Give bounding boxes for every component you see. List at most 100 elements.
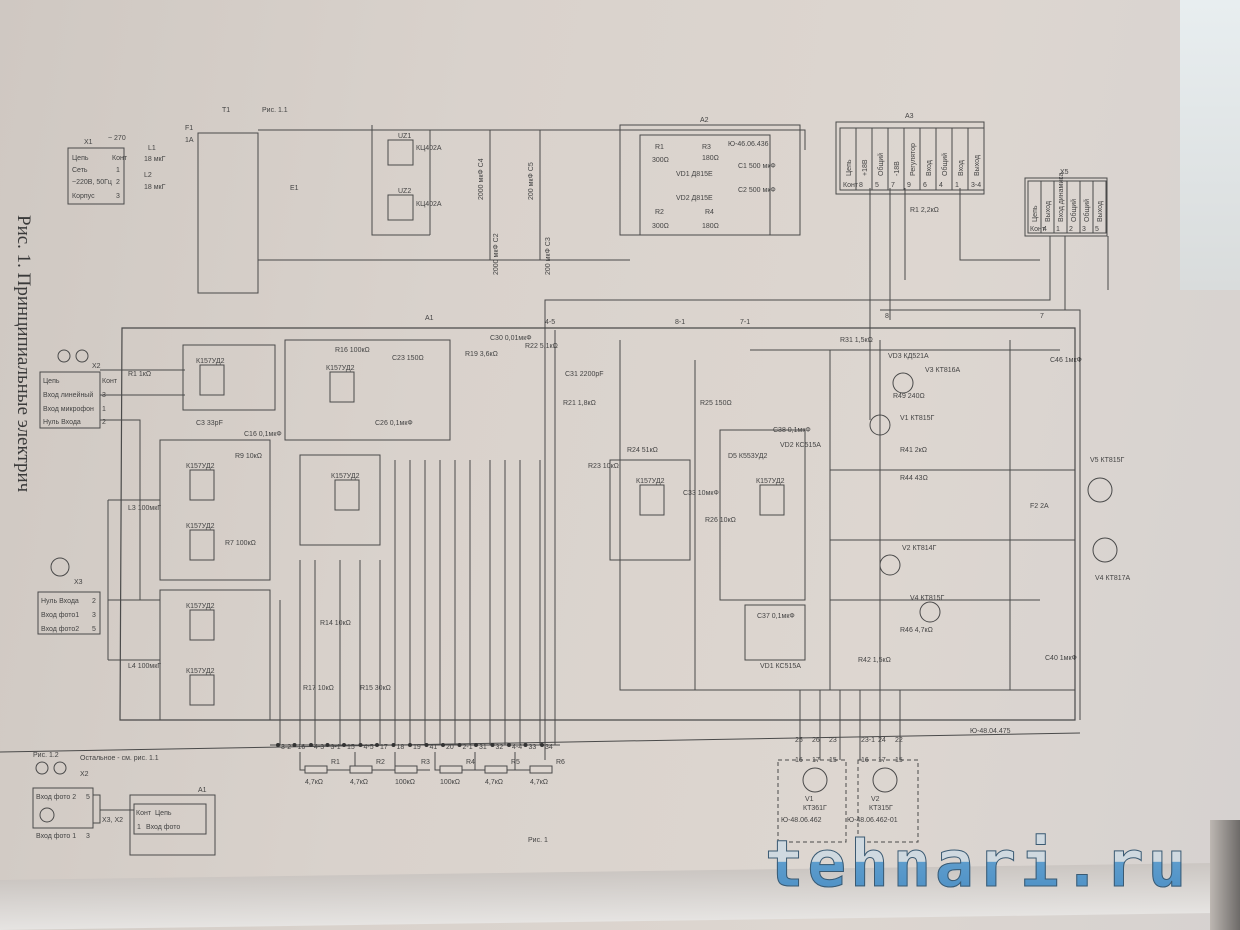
a3-pin: 3-4 xyxy=(971,182,981,189)
component-label: C33 10мкФ xyxy=(683,490,719,497)
x5-label: X5 xyxy=(1060,169,1069,176)
fig12-pin: 5 xyxy=(86,794,90,801)
pot-value: 100кΩ xyxy=(440,779,460,786)
x2-label: X2 xyxy=(92,363,101,370)
terminal-dot xyxy=(540,743,544,747)
fig12-table xyxy=(32,787,94,829)
a1-node: 7-1 xyxy=(740,319,750,326)
opamp-type: К157УД2 xyxy=(186,603,215,610)
a2-vd2: VD2 Д815Е xyxy=(676,195,713,202)
component-label: C16 0,1мкФ xyxy=(244,431,282,438)
module-pin: 15 xyxy=(829,757,837,764)
terminal-pin: 15 xyxy=(347,744,355,751)
potentiometer-r1: R14,7кΩ xyxy=(304,759,340,786)
terminal-pin: 4-4 xyxy=(512,744,522,751)
pot-name: R4 xyxy=(466,759,475,766)
terminal-dot xyxy=(474,743,478,747)
module-transistor-name: V2 xyxy=(871,796,880,803)
component-label: V1 КТ815Г xyxy=(900,415,935,422)
opamp-body xyxy=(329,371,355,403)
component-label: R24 51кΩ xyxy=(627,447,658,454)
c2-label: 2000 мкФ C2 xyxy=(493,233,500,275)
a3-table: ЦепьКонт+18В8Общий5-18В7Регулятор9Вход6О… xyxy=(839,127,985,191)
terminal-dot xyxy=(490,743,495,747)
terminal-dot xyxy=(523,743,528,747)
terminal-pin: 31 xyxy=(479,744,487,751)
terminal-pin: 3-2 xyxy=(281,744,291,751)
fig12-note: Остальное - см. рис. 1.1 xyxy=(80,755,159,762)
fig12-x2: X2 xyxy=(80,771,89,778)
a3-pin: 1 xyxy=(955,182,959,189)
labels: X1 ~ 270 Цепь Сеть ~220В, 50Гц Корпус Ко… xyxy=(33,107,1069,844)
component-label: C40 1мкФ xyxy=(1045,655,1077,662)
opamp: К157УД2 xyxy=(636,478,665,516)
a3-row: Общий xyxy=(941,153,949,176)
opamp-body xyxy=(189,674,215,706)
transistor-v3-icon xyxy=(892,372,914,394)
x1-label: X1 xyxy=(84,139,93,146)
component-label: C30 0,01мкФ xyxy=(490,335,532,342)
background-corner xyxy=(1180,0,1240,290)
fig12-row: Вход фото 2 xyxy=(36,794,76,801)
uz2-type: КЦ402А xyxy=(416,201,442,208)
a3-row: +18В xyxy=(862,159,869,176)
fig12-a1-pin: Конт xyxy=(136,810,152,817)
a3-pin: Конт xyxy=(843,182,859,189)
x3-label: X3 xyxy=(74,579,83,586)
uz1-type: КЦ402А xyxy=(416,145,442,152)
pot-name: R6 xyxy=(556,759,565,766)
x3-pin: 3 xyxy=(92,612,96,619)
opamp-type: К157УД2 xyxy=(196,358,225,365)
uz2-bridge xyxy=(387,194,414,221)
component-label: R17 10кΩ xyxy=(303,685,334,692)
a2-r4: R4 xyxy=(705,209,714,216)
component-label: R14 10кΩ xyxy=(320,620,351,627)
a1-label: A1 xyxy=(425,315,434,322)
resistor-icon xyxy=(484,765,508,774)
x5-row: Общий xyxy=(1083,199,1091,222)
pot-value: 100кΩ xyxy=(395,779,415,786)
x5-pin: 5 xyxy=(1095,226,1099,233)
a1-node: 4-5 xyxy=(545,319,555,326)
opamp: К157УД2 xyxy=(186,668,215,706)
terminal-dot xyxy=(325,743,330,747)
a3-row: -18В xyxy=(894,161,901,176)
e1-label: E1 xyxy=(290,185,299,192)
fig12-row: Вход фото 1 xyxy=(36,833,76,840)
x2-pin: 3 xyxy=(102,392,106,399)
opamp-body xyxy=(189,469,215,501)
a3-label: A3 xyxy=(905,113,914,120)
module-transistor-name: V1 xyxy=(805,796,814,803)
x1-pin: 2 xyxy=(116,179,120,186)
component-label: L4 100мкГ xyxy=(128,663,161,670)
x1-pin: Конт xyxy=(112,155,128,162)
component-label: R31 1,5кΩ xyxy=(840,337,873,344)
component-label: VD2 КС515А xyxy=(780,442,821,449)
x5-row: Выход xyxy=(1097,201,1104,222)
watermark-logo: tehnari.ru xyxy=(764,828,1191,902)
component-label: R9 10кΩ xyxy=(235,453,262,460)
resistor-icon xyxy=(394,765,418,774)
l1-value: 18 мкГ xyxy=(144,156,166,163)
opamp: К157УД2 xyxy=(186,463,215,501)
transistor-v2-icon xyxy=(872,767,898,793)
module-pin: 16 xyxy=(795,757,803,764)
pot-value: 4,7кΩ xyxy=(485,779,503,786)
potentiometer-r4: R4 100кΩ xyxy=(439,759,475,786)
terminal-dot xyxy=(457,743,462,747)
component-label: C38 0,1мкФ xyxy=(773,427,811,434)
x5-row: Общий xyxy=(1070,199,1078,222)
component-label: R7 100кΩ xyxy=(225,540,256,547)
component-label: R16 100кΩ xyxy=(335,347,370,354)
terminal-pin: 33 xyxy=(529,744,537,751)
a2-r1: R1 xyxy=(655,144,664,151)
fig12-pin: 3 xyxy=(86,833,90,840)
x3-pin: 2 xyxy=(92,598,96,605)
a3-row: Общий xyxy=(877,153,885,176)
component-label: C3 33pF xyxy=(196,420,223,427)
x2-pin: Конт xyxy=(102,378,118,385)
terminal-pin: 4-3 xyxy=(314,744,324,751)
resistor-icon xyxy=(439,765,463,774)
x5-pin: 1 xyxy=(1056,226,1060,233)
